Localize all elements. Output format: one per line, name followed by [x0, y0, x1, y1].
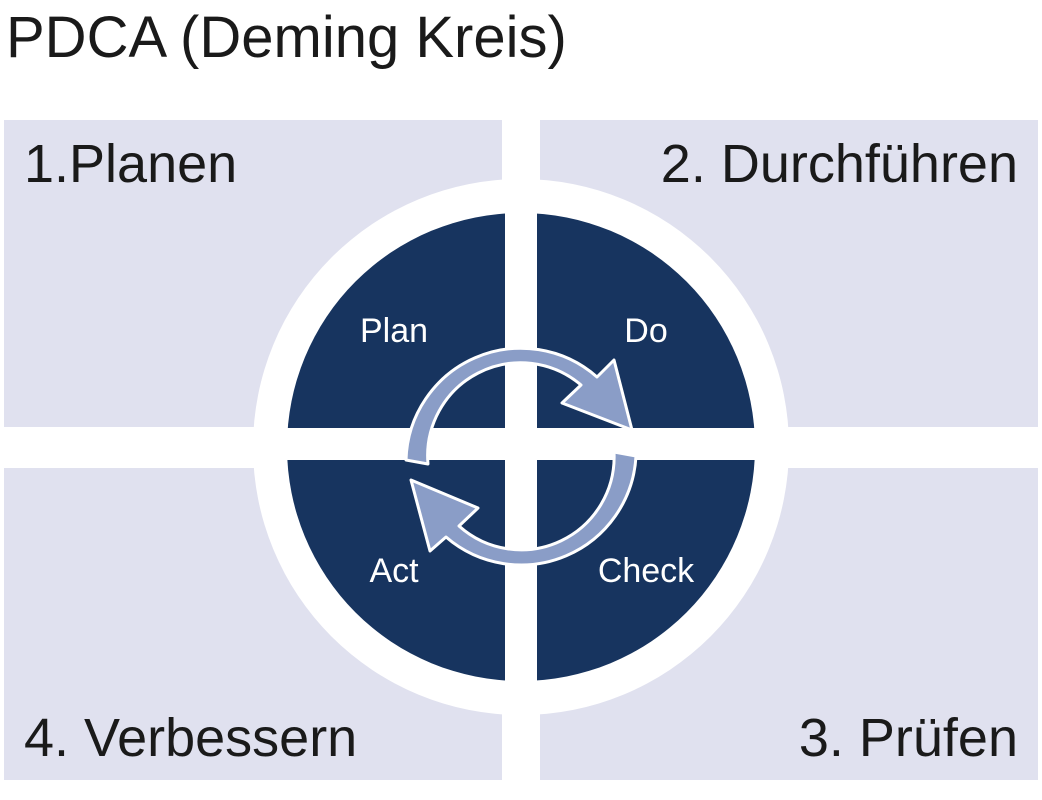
wheel-label-check: Check	[598, 552, 695, 590]
page-title: PDCA (Deming Kreis)	[6, 5, 567, 70]
quadrant-plan-label: 1.Planen	[24, 134, 238, 194]
quadrant-act-label: 4. Verbessern	[24, 708, 358, 768]
wheel-label-plan: Plan	[360, 312, 428, 350]
wheel-segment-plan	[287, 213, 521, 447]
wheel-label-do: Do	[624, 312, 667, 350]
wheel-horizontal-divider	[260, 428, 782, 460]
wheel-segment-check	[521, 447, 755, 681]
arrow-plan-to-do-icon	[404, 346, 634, 466]
quadrant-check-label: 3. Prüfen	[798, 708, 1018, 768]
wheel-label-act: Act	[369, 552, 419, 590]
quadrant-do-label: 2. Durchführen	[660, 134, 1018, 194]
cycle-arrows-icon	[404, 346, 638, 567]
arrow-check-to-act-icon	[409, 450, 638, 567]
